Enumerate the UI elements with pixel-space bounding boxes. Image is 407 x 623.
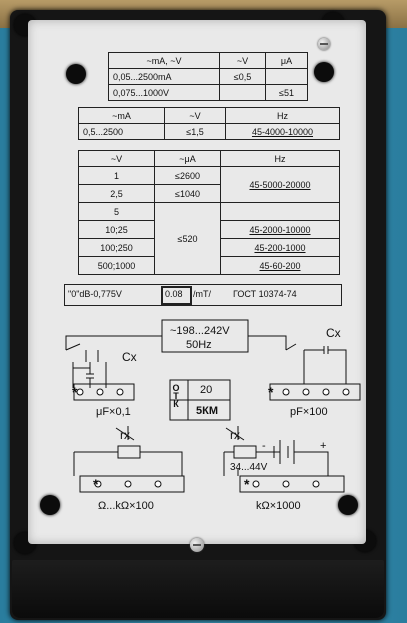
supply-frequency: 50Hz xyxy=(186,339,212,351)
rx-label: rx xyxy=(230,428,240,442)
star-marker: * xyxy=(268,384,274,400)
battery-voltage: 34...44V xyxy=(230,462,268,473)
table1-cell: ≤0,5 xyxy=(219,68,266,85)
gost-standard: ГОСТ 10374-74 xyxy=(233,289,297,299)
ohm-range-label: Ω...kΩ×100 xyxy=(98,500,154,512)
table1-cell xyxy=(265,68,308,85)
rubber-foot xyxy=(40,495,60,515)
table3-cell: 100;250 xyxy=(78,238,155,257)
table2-cell: 0,5...2500 xyxy=(78,123,165,140)
rubber-foot xyxy=(314,62,334,82)
table3-cell: 45-60-200 xyxy=(220,256,340,275)
table1-header: ~V xyxy=(219,52,266,69)
cx-label: Cx xyxy=(122,350,137,364)
table1-cell: ≤51 xyxy=(265,84,308,101)
db-reference: "0"dB-0,775V xyxy=(68,289,122,299)
spec-line-frame xyxy=(64,284,342,306)
table3-cell: 2,5 xyxy=(78,184,155,203)
table3-cell: 45-5000-20000 xyxy=(220,166,340,203)
star-marker: * xyxy=(72,384,78,400)
table2-header: Hz xyxy=(225,107,340,124)
table2-cell: ≤1,5 xyxy=(164,123,226,140)
table3-header: Hz xyxy=(220,150,340,167)
spec-table-3: ~V ~μA Hz 1 ≤2600 45-5000-20000 2,5 ≤104… xyxy=(78,150,340,275)
table1-cell xyxy=(219,84,266,101)
rx-label: rx xyxy=(120,428,130,442)
table3-header: ~V xyxy=(78,150,155,167)
table3-cell: 500;1000 xyxy=(78,256,155,275)
table1-cell: 0,05...2500mA xyxy=(108,68,220,85)
table2-header: ~mA xyxy=(78,107,165,124)
table1-header: μA xyxy=(265,52,308,69)
accuracy-value: 0.08 xyxy=(165,289,183,299)
screw-icon xyxy=(318,38,330,50)
unit-label: /mT/ xyxy=(193,289,211,299)
spec-table-1: ~mA, ~V ~V μA 0,05...2500mA ≤0,5 0,075..… xyxy=(108,52,308,101)
table1-header: ~mA, ~V xyxy=(108,52,220,69)
stamp-letters: ОТК xyxy=(171,383,181,407)
star-marker: * xyxy=(93,476,99,492)
table3-cell: 45-200-1000 xyxy=(220,238,340,257)
rubber-foot xyxy=(66,64,86,84)
table3-header: ~μA xyxy=(154,150,221,167)
accuracy-box xyxy=(161,286,192,305)
minus-sign: - xyxy=(262,440,266,452)
spec-table-2: ~mA ~V Hz 0,5...2500 ≤1,5 45-4000-10000 xyxy=(78,107,340,140)
supply-voltage: ~198...242V xyxy=(170,325,230,337)
table3-cell: 5 xyxy=(78,202,155,221)
uf-range-label: μF×0,1 xyxy=(96,406,131,418)
plus-sign: + xyxy=(320,440,327,452)
table3-cell xyxy=(220,202,340,221)
table2-cell: 45-4000-10000 xyxy=(225,123,340,140)
kohm-range-label: kΩ×1000 xyxy=(256,500,301,512)
stamp-number: 20 xyxy=(200,384,213,396)
star-marker: * xyxy=(244,476,250,492)
pf-range-label: pF×100 xyxy=(290,406,328,418)
cx-label: Cx xyxy=(326,326,341,340)
screw-icon xyxy=(190,538,204,552)
case-bottom-band xyxy=(12,560,384,618)
table2-header: ~V xyxy=(164,107,226,124)
stamp-code: 5КМ xyxy=(196,405,218,417)
table3-cell: 45-2000-10000 xyxy=(220,220,340,239)
table1-cell: 0,075...1000V xyxy=(108,84,220,101)
rubber-foot xyxy=(338,495,358,515)
table3-cell: ≤520 xyxy=(154,202,221,275)
table3-cell: ≤1040 xyxy=(154,184,221,203)
table3-cell: ≤2600 xyxy=(154,166,221,185)
circuit-diagrams xyxy=(65,319,361,493)
table3-cell: 10;25 xyxy=(78,220,155,239)
table3-cell: 1 xyxy=(78,166,155,185)
